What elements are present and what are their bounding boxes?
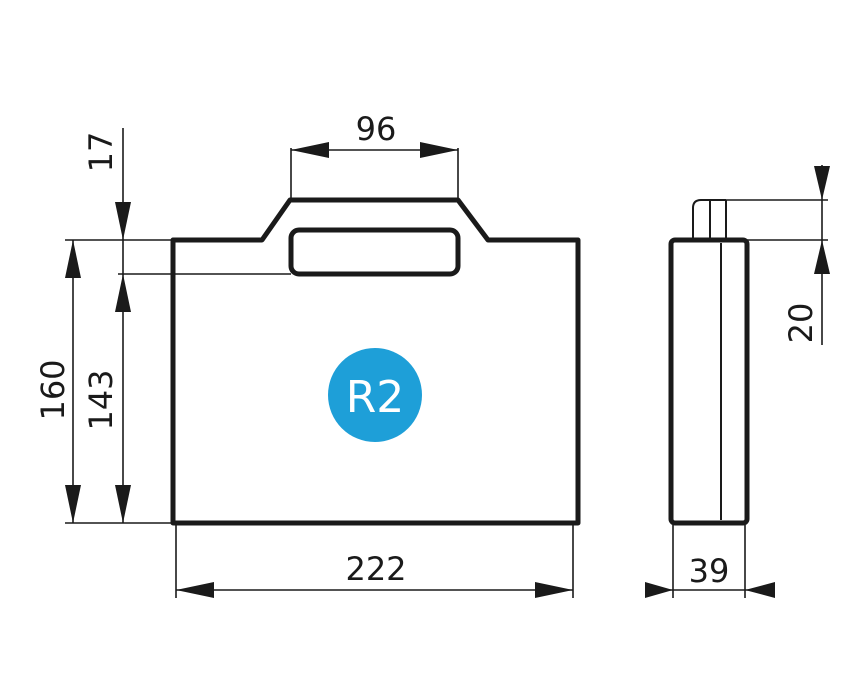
- badge-label: R2: [346, 372, 405, 423]
- dim-depth: 39: [645, 525, 775, 598]
- dim-handle-width: 96: [290, 110, 459, 200]
- badge-circle: [328, 348, 422, 442]
- dim-label-20: 20: [782, 303, 820, 344]
- dim-label-143: 143: [82, 369, 120, 430]
- dim-label-17: 17: [82, 132, 120, 173]
- dim-total-height: 160: [34, 239, 173, 524]
- dim-label-222: 222: [345, 550, 406, 588]
- front-view: [170, 197, 581, 526]
- dim-total-width: 222: [175, 525, 574, 598]
- case-front-outline: [170, 197, 581, 526]
- side-view: [668, 199, 750, 526]
- dim-label-96: 96: [356, 110, 397, 148]
- handle-grip: [288, 227, 461, 277]
- dim-label-160: 160: [34, 359, 72, 420]
- case-side-outline: [668, 237, 750, 526]
- dim-handle-depth: 20: [726, 165, 830, 345]
- dim-body-height: 143 17: [82, 128, 291, 523]
- dim-label-39: 39: [689, 552, 730, 590]
- model-badge: R2: [328, 348, 422, 442]
- side-handle-outline: [692, 199, 726, 240]
